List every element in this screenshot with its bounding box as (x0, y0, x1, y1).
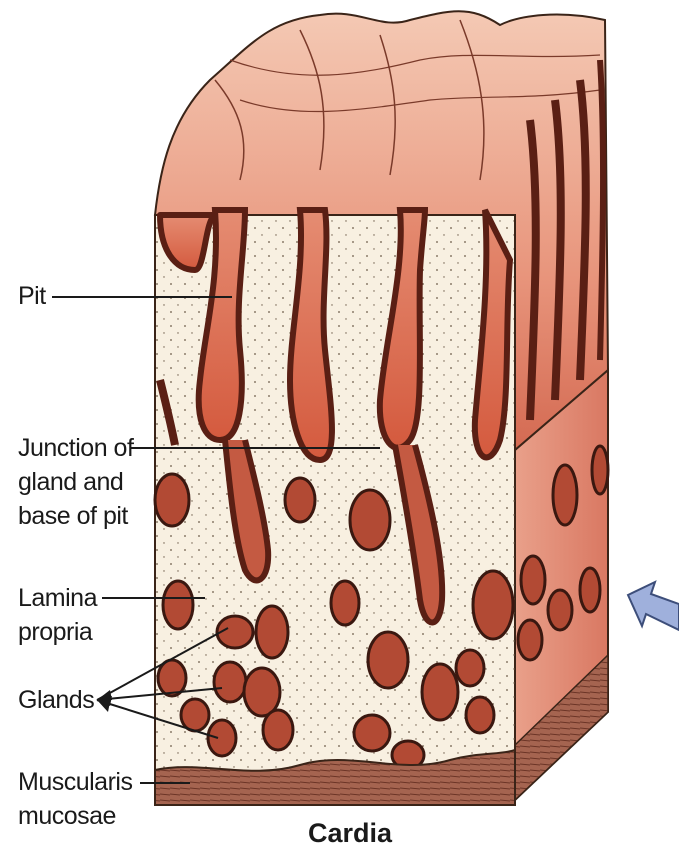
lamina-label-line1: Lamina (18, 582, 97, 615)
muscularis-label-line2: mucosae (18, 800, 116, 833)
muscularis-label-line1: Muscularis (18, 766, 132, 799)
junction-label-line3: base of pit (18, 500, 128, 533)
junction-label-line2: gland and (18, 466, 123, 499)
lamina-label-line2: propria (18, 616, 92, 649)
view-arrow (628, 582, 679, 630)
pit-label: Pit (18, 280, 46, 313)
glands-label: Glands (18, 684, 94, 717)
junction-label-line1: Junction of (18, 432, 133, 465)
figure-caption: Cardia (308, 818, 392, 849)
glands-arrowheads (97, 690, 112, 712)
